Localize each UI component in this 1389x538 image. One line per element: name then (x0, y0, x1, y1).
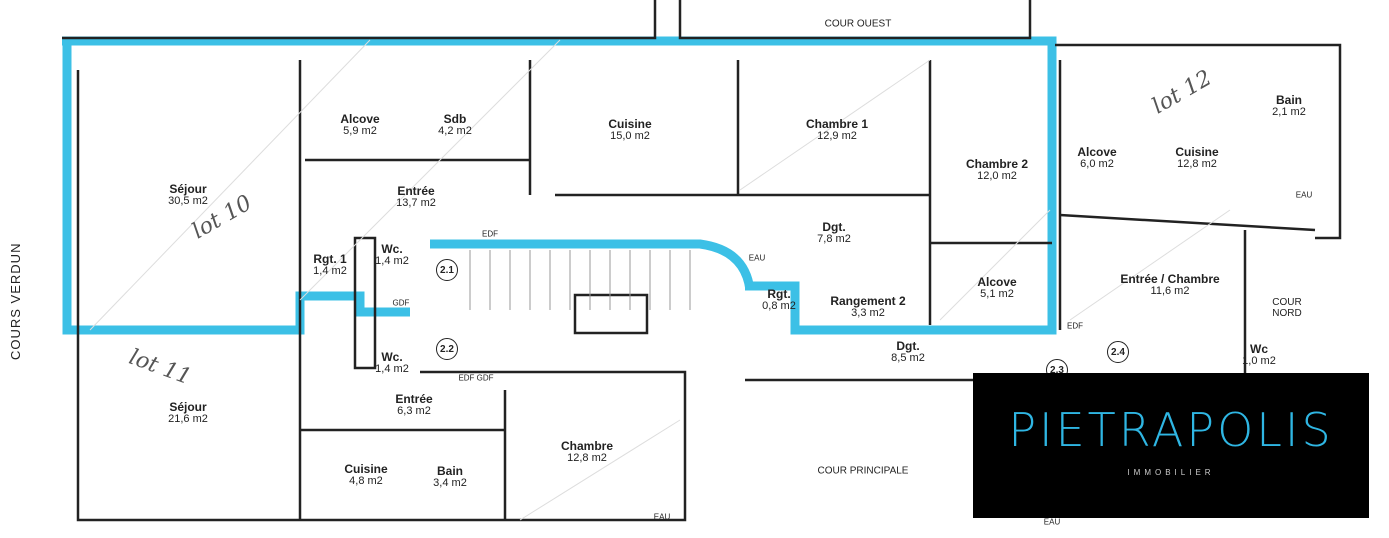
meter-label: EDF GDF (458, 373, 494, 383)
water-label: EAU (1295, 190, 1313, 200)
room: Dgt.8,5 m2 (891, 339, 925, 364)
room: Wc.1,4 m2 (375, 350, 409, 375)
logo-tagline: IMMOBILIER (1127, 468, 1215, 477)
meter-label: GDF (392, 298, 410, 308)
meter-label: EDF (1067, 321, 1083, 331)
stair-marker: 2.4 (1107, 341, 1129, 363)
hatch-lines (89, 39, 1231, 521)
logo-brand: PIETRAPOLIS (1008, 403, 1334, 457)
stair-treads (469, 250, 691, 310)
room: Wc.1,4 m2 (375, 242, 409, 267)
agency-logo: PIETRAPOLIS IMMOBILIER (973, 373, 1369, 518)
stair-marker: 2.2 (436, 338, 458, 360)
courtyard-label: COUR OUEST (824, 18, 892, 30)
courtyard-label: COUR PRINCIPALE (817, 465, 909, 477)
room: Dgt.7,8 m2 (817, 220, 851, 245)
street-label: COURS VERDUN (8, 242, 23, 360)
room: Rgt.0,8 m2 (762, 287, 796, 312)
water-label: EAU (1043, 517, 1061, 527)
courtyard-label: COUR NORD (1272, 297, 1302, 319)
water-label: EAU (653, 512, 671, 522)
meter-label: EDF (482, 229, 498, 239)
walls (62, 0, 1342, 522)
stair-marker: 2.1 (436, 259, 458, 281)
water-label: EAU (748, 253, 766, 263)
lot-10-highlight (62, 36, 1057, 335)
